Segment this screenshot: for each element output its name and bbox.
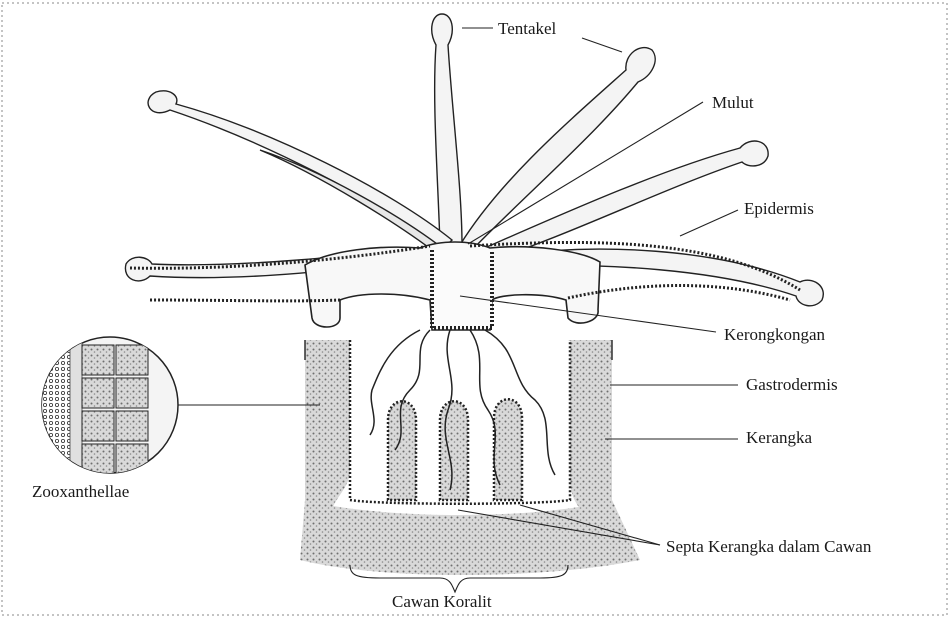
zooxanthellae-inset	[40, 335, 178, 475]
label-zooxanthellae: Zooxanthellae	[32, 482, 129, 501]
septum-1	[388, 401, 416, 500]
label-kerangka: Kerangka	[746, 428, 813, 447]
septum-2	[440, 401, 468, 500]
label-mulut: Mulut	[712, 93, 754, 112]
leader-tentakel-right	[582, 38, 622, 52]
label-septa: Septa Kerangka dalam Cawan	[666, 537, 872, 556]
label-tentakel: Tentakel	[498, 19, 557, 38]
pharynx	[432, 250, 492, 328]
polyp-body	[130, 242, 800, 330]
septum-3	[494, 399, 522, 500]
leader-epidermis	[680, 210, 738, 236]
label-gastrodermis: Gastrodermis	[746, 375, 838, 394]
tentacle-top	[432, 14, 462, 245]
tentacle-back-left	[260, 150, 445, 256]
label-kerongkongan: Kerongkongan	[724, 325, 826, 344]
label-epidermis: Epidermis	[744, 199, 814, 218]
label-cawan-koralit: Cawan Koralit	[392, 592, 492, 611]
corallite-skeleton	[300, 340, 640, 575]
